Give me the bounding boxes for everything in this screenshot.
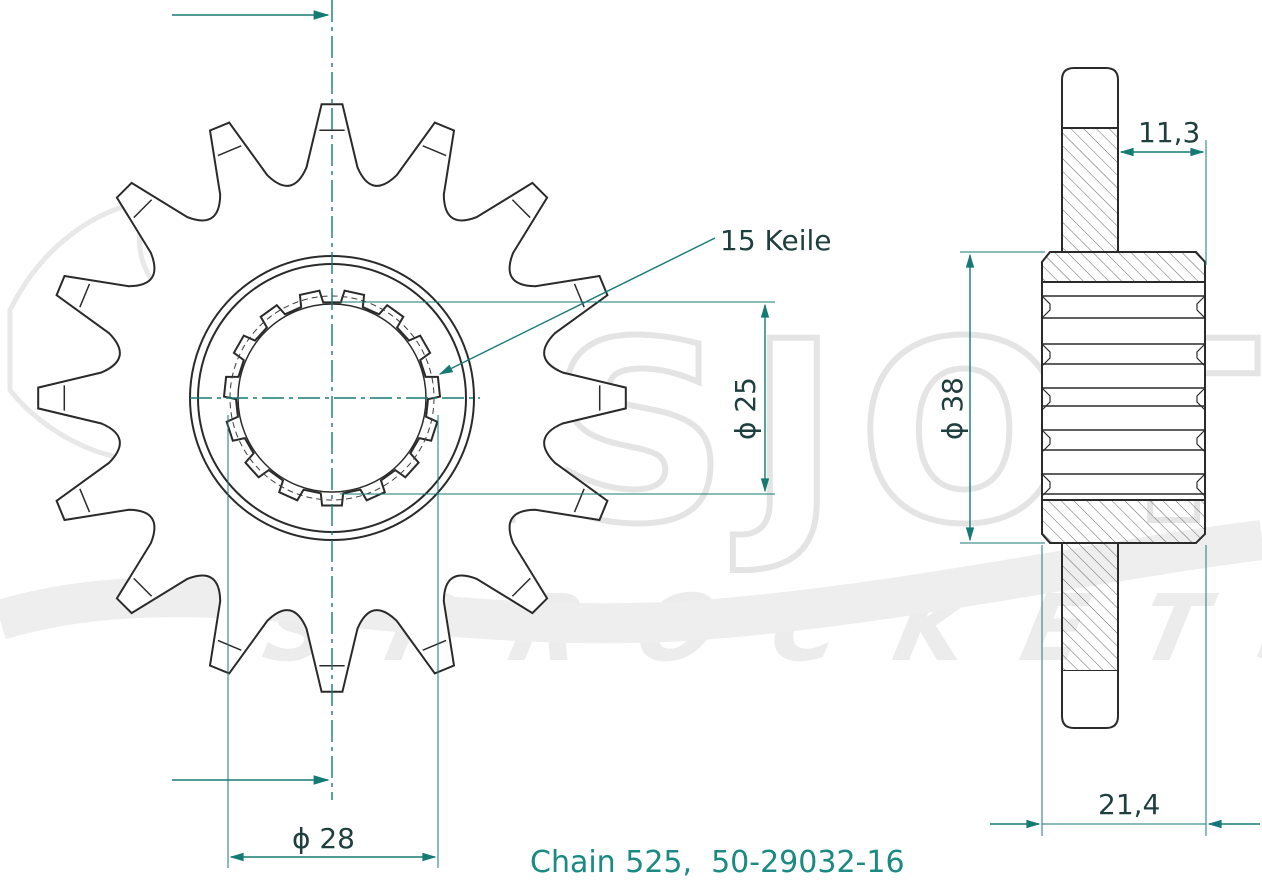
- upper-web-section: [1061, 127, 1119, 253]
- bore-diameter-label: ϕ 25: [729, 377, 762, 440]
- spline-chamfer: [1196, 429, 1206, 453]
- position-arrows: [172, 10, 330, 785]
- tooth-tips: [63, 129, 601, 667]
- tooth-chamfer-line: [422, 639, 447, 651]
- dimension-hub-diameter: ϕ 28: [227, 415, 439, 868]
- leader-line: [438, 237, 716, 375]
- splines-note-label: 15 Keile: [720, 224, 832, 257]
- dimension-spline-diameter: ϕ 38: [936, 251, 1045, 544]
- spline-chamfer: [1196, 343, 1206, 367]
- spline-band: [1041, 281, 1206, 501]
- dimension-bore-diameter: ϕ 25: [340, 301, 775, 495]
- hub-lower-section: [1041, 499, 1206, 544]
- hub-upper-section: [1041, 251, 1206, 283]
- tooth-chamfer-line: [217, 639, 242, 651]
- hub-diameter-label: ϕ 28: [292, 822, 355, 855]
- spline-diameter-label: ϕ 38: [936, 377, 969, 440]
- tooth-chamfer-line: [217, 145, 242, 157]
- tooth-chamfer-line: [422, 145, 447, 157]
- tooth-chamfer-line: [133, 199, 153, 219]
- total-width-label: 21,4: [1098, 788, 1160, 821]
- spline-profile: [222, 289, 442, 507]
- dimension-hub-offset: 11,3: [1119, 116, 1207, 265]
- tooth-chamfer-line: [511, 199, 531, 219]
- sprocket-side-section: [1041, 67, 1206, 729]
- lower-tooth-tip: [1061, 671, 1119, 729]
- tooth-chamfer-line: [133, 577, 153, 597]
- spline-chamfer: [1041, 429, 1051, 453]
- tooth-chamfer-line: [511, 577, 531, 597]
- lower-web-section: [1061, 542, 1119, 672]
- tooth-chamfer-line: [79, 283, 91, 308]
- hub-offset-label: 11,3: [1138, 116, 1200, 149]
- center-lines: [190, 0, 480, 800]
- tooth-chamfer-line: [79, 488, 91, 513]
- spline-chamfer: [1196, 387, 1206, 411]
- spline-chamfer: [1041, 387, 1051, 411]
- splines-note: 15 Keile: [438, 224, 832, 375]
- spline-chamfer: [1041, 473, 1051, 497]
- dimension-total-width: 21,4: [990, 545, 1260, 836]
- upper-tooth-tip: [1061, 67, 1119, 128]
- spline-chamfer: [1041, 343, 1051, 367]
- tooth-chamfer-line: [573, 488, 585, 513]
- spline-chamfer: [1196, 295, 1206, 319]
- caption-part-number: Chain 525, 50-29032-16: [530, 845, 905, 880]
- spline-grooves: [1041, 281, 1206, 501]
- spline-chamfer: [1041, 295, 1051, 319]
- spline-chamfer: [1196, 473, 1206, 497]
